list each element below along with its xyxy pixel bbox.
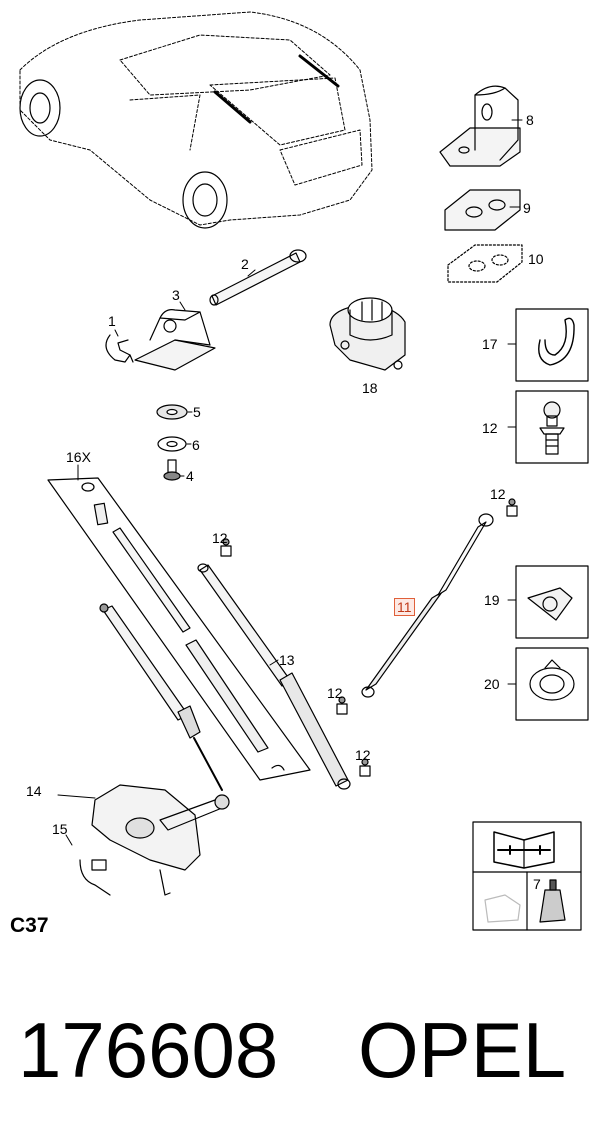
callout-12-lower-left: 12 [327, 685, 343, 701]
callout-19: 19 [484, 592, 500, 608]
section-code: C37 [10, 914, 49, 937]
callout-20: 20 [484, 676, 500, 692]
fastener-12-lower-left [336, 696, 348, 715]
callout-2: 2 [241, 256, 249, 272]
car-wheels [19, 79, 228, 229]
part-12-ball-stud-box [507, 390, 589, 464]
part-6-washer [157, 436, 187, 452]
brand-name: OPEL [358, 1006, 567, 1094]
wiper-blades-on-car [213, 54, 340, 124]
footer: 176608 OPEL [18, 1000, 588, 1100]
fastener-12-top-right [506, 498, 518, 517]
callout-17: 17 [482, 336, 498, 352]
part-number: 176608 [18, 1006, 279, 1094]
callout-7: 7 [533, 876, 541, 892]
info-box [472, 821, 582, 931]
part-2-pin [209, 249, 307, 306]
callout-9: 9 [523, 200, 531, 216]
callout-15: 15 [52, 821, 68, 837]
car-illustration [19, 11, 373, 226]
callout-12-lower-right: 12 [355, 747, 371, 763]
part-11-gas-strut [361, 513, 494, 698]
callout-13: 13 [279, 652, 295, 668]
part-3-hinge [134, 309, 216, 371]
callout-12-upper-strut: 12 [212, 530, 228, 546]
callout-12-top-right: 12 [490, 486, 506, 502]
part-16x-wiper-kit [47, 464, 311, 781]
part-1-clip [105, 334, 134, 363]
part-20-box [507, 647, 589, 721]
part-17-box [507, 308, 589, 382]
callout-16x: 16X [66, 449, 91, 465]
fastener-12-lower-right [359, 758, 371, 777]
callout-5: 5 [193, 404, 201, 420]
callout-4: 4 [186, 468, 194, 484]
part-13-gas-strut [197, 563, 351, 790]
callout-1: 1 [108, 313, 116, 329]
part-9-plate [444, 189, 521, 231]
exploded-parts-diagram [19, 11, 589, 931]
part-19-box [507, 565, 589, 639]
part-8-bracket [439, 85, 523, 167]
callout-3: 3 [172, 287, 180, 303]
callout-8: 8 [526, 112, 534, 128]
callout-11: 11 [394, 598, 415, 616]
callout-18: 18 [362, 380, 378, 396]
part-14-wiper-motor [91, 784, 230, 896]
part-15-connector [65, 834, 111, 896]
fastener-12-upper-strut [220, 538, 232, 557]
callout-12-box: 12 [482, 420, 498, 436]
part-10-gasket [447, 244, 523, 283]
part-5-washer [156, 404, 188, 420]
part-18-motor [329, 297, 406, 371]
part-4-stud [163, 459, 181, 481]
callout-14: 14 [26, 783, 42, 799]
callout-6: 6 [192, 437, 200, 453]
callout-10: 10 [528, 251, 544, 267]
wiper-arm-assembly [99, 603, 223, 791]
